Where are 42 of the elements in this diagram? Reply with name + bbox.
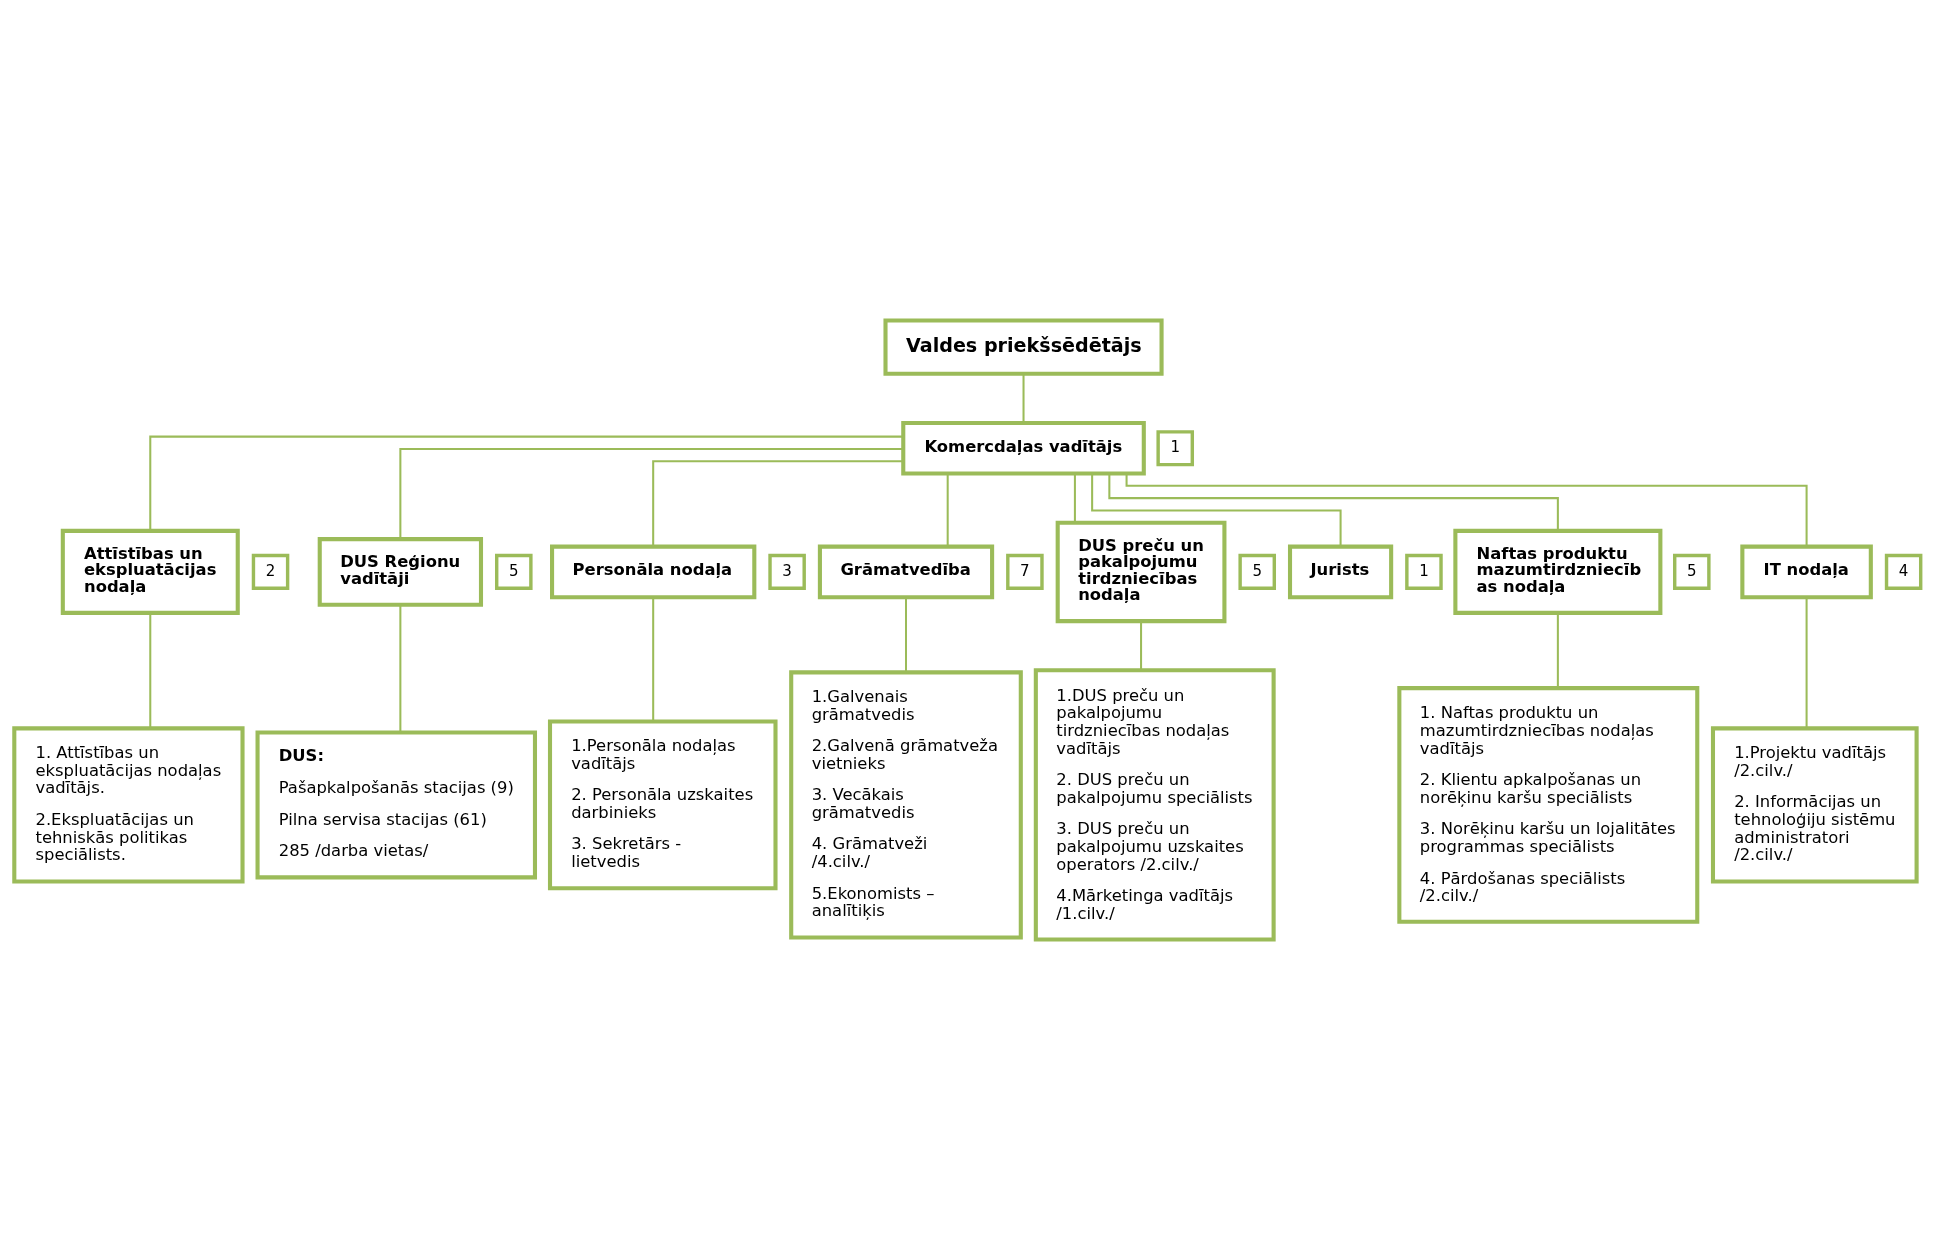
connector bbox=[1805, 596, 1808, 728]
connector bbox=[399, 447, 903, 539]
connector bbox=[1140, 620, 1143, 670]
node-label: 3 bbox=[782, 561, 792, 580]
connector bbox=[652, 596, 655, 721]
node-label: 7 bbox=[1020, 561, 1030, 580]
node-box: DUS preču un pakalpojumu tirdzniecības nodaļa bbox=[1055, 520, 1227, 623]
node-box: Jurists bbox=[1287, 544, 1394, 599]
node-label: 4 bbox=[1898, 561, 1909, 580]
node-label: 5 bbox=[509, 561, 519, 580]
node-box: 1.Galvenais grāmatvedis 2.Galvenā grāmatveža vietnieks 3. Vecākais grāmatvedis 4. Grāmatveži /4.cilv./ 5.Ekonomists – analītiķis bbox=[789, 669, 1023, 940]
connector bbox=[1108, 473, 1559, 531]
node-box: Komercdaļas vadītājs bbox=[901, 420, 1146, 476]
connector bbox=[946, 473, 949, 546]
connector bbox=[149, 612, 152, 728]
connector bbox=[1556, 612, 1559, 688]
connector bbox=[1125, 473, 1808, 547]
node-label: 1 bbox=[1419, 561, 1429, 580]
node-box: 1.Personāla nodaļas vadītājs 2. Personāla uzskaites darbinieks 3. Sekretārs - lietvedis bbox=[547, 719, 778, 890]
node-box: DUS: Pašapkalpošanās stacijas (9) Pilna servisa stacijas (61) 285 /darba vietas/ bbox=[255, 729, 537, 879]
node-box: Attīstības un ekspluatācijas nodaļa bbox=[60, 528, 240, 615]
connector bbox=[652, 459, 903, 546]
node-label: 2 bbox=[265, 561, 276, 580]
node-box: Grāmatvedība bbox=[817, 544, 995, 599]
node-box: 1. Naftas produktu un mazumtirdzniecības nodaļas vadītājs 2. Klientu apkalpošanas un norēķinu karšu speciālists 3. Norēķinu karšu un lojalitātes programmas speciālists 4. Pārdošanas speciālists /2.cilv./ bbox=[1397, 685, 1700, 924]
connector bbox=[1091, 473, 1342, 547]
node-label: 5 bbox=[1252, 561, 1262, 580]
node-label: 5 bbox=[1687, 561, 1697, 580]
connector bbox=[904, 596, 908, 672]
node-box: Valdes priekšsēdētājs bbox=[883, 317, 1164, 376]
node-box: 1.DUS preču un pakalpojumu tirdzniecības nodaļas vadītājs 2. DUS preču un pakalpojumu speciālists 3. DUS preču un pakalpojumu uzskaites operators /2.cilv./ 4.Mārketinga vadītājs /1.cilv./ bbox=[1033, 667, 1276, 942]
node-label: 1 bbox=[1170, 437, 1180, 456]
connector bbox=[399, 604, 402, 732]
node-box: IT nodaļa bbox=[1740, 544, 1873, 599]
node-box: 1.Projektu vadītājs /2.cilv./ 2. Informācijas un tehnoloģiju sistēmu administratori /2.cilv./ bbox=[1710, 725, 1919, 883]
connector bbox=[1073, 473, 1076, 522]
node-box: DUS Reģionu vadītāji bbox=[317, 536, 484, 607]
node-box: Personāla nodaļa bbox=[550, 544, 757, 599]
connector bbox=[1022, 373, 1025, 423]
node-box: 1. Attīstības un ekspluatācijas nodaļas vadītājs. 2.Ekspluatācijas un tehniskās politikas speciālists. bbox=[12, 725, 245, 883]
node-box: Naftas produktu mazumtirdzniecības nodaļa bbox=[1453, 528, 1663, 615]
connector bbox=[149, 435, 903, 531]
